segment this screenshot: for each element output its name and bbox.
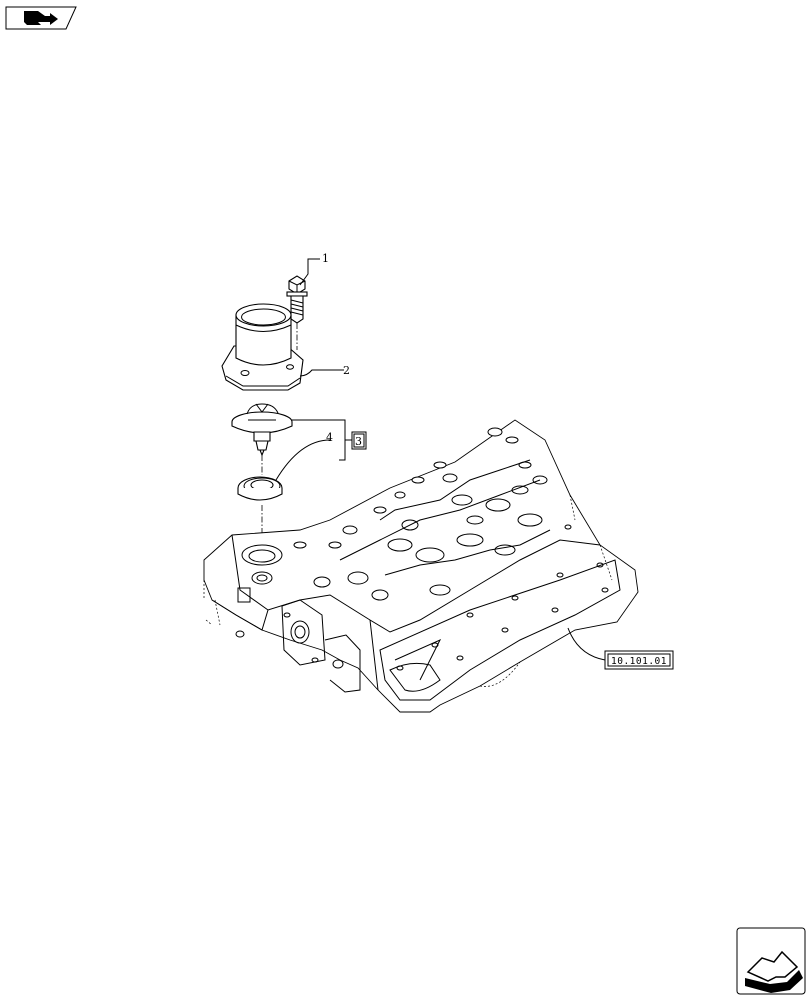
leader-ref: [567, 627, 606, 661]
leader-2: [299, 369, 344, 377]
cylinder-head: [203, 419, 639, 713]
thermostat-part: [231, 403, 293, 457]
leader-1: [299, 258, 320, 286]
callout-2: 2: [343, 364, 350, 377]
assembly-reference-label: 10.101.01: [611, 656, 667, 667]
top-nav-badge[interactable]: [5, 6, 77, 30]
leader-4: [275, 439, 331, 481]
callout-3: 3: [355, 435, 362, 448]
seal-ring-part: [237, 476, 283, 501]
assembly-reference-box[interactable]: 10.101.01: [604, 650, 674, 670]
callout-4: 4: [326, 431, 333, 444]
bottom-nav-badge[interactable]: [736, 927, 806, 995]
bracket-3: [292, 419, 346, 461]
thermostat-housing-part: [221, 303, 304, 391]
callout-1: 1: [322, 252, 329, 265]
next-page-arrow-icon: [745, 950, 803, 993]
book-arrow-icon: [24, 11, 58, 25]
